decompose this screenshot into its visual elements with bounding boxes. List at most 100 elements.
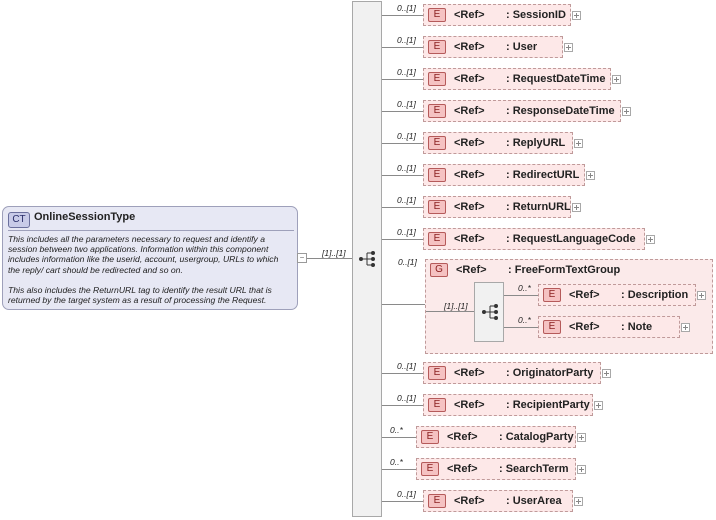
group-name: : FreeFormTextGroup xyxy=(508,264,621,276)
element-badge: E xyxy=(428,398,446,412)
element-name: : RequestLanguageCode xyxy=(506,233,636,245)
element-ref-label: <Ref> xyxy=(454,9,485,21)
element-ref-label: <Ref> xyxy=(454,105,485,117)
element-cardinality: 0..[1] xyxy=(397,99,416,109)
expand-plus-icon[interactable] xyxy=(574,497,583,506)
group-ref-label: <Ref> xyxy=(456,264,487,276)
element-cardinality: 0..[1] xyxy=(397,35,416,45)
element-ref-label: <Ref> xyxy=(454,137,485,149)
element-badge: E xyxy=(421,430,439,444)
element-name: : ReplyURL xyxy=(506,137,566,149)
element-ref-label: <Ref> xyxy=(569,321,600,333)
element-cardinality: 0..[1] xyxy=(397,3,416,13)
complex-type-name: OnlineSessionType xyxy=(34,211,136,223)
connector-line xyxy=(504,327,538,328)
element-box[interactable]: E <Ref> : UserArea xyxy=(423,490,573,512)
element-box[interactable]: E<Ref>: ReplyURL xyxy=(423,132,573,154)
element-box[interactable]: E<Ref>: OriginatorParty xyxy=(423,362,601,384)
connector-line xyxy=(382,239,423,240)
expand-plus-icon[interactable] xyxy=(612,75,621,84)
complex-type-badge: CT xyxy=(8,212,30,228)
expand-plus-icon[interactable] xyxy=(697,291,706,300)
element-name: : RecipientParty xyxy=(506,399,590,411)
element-name: : ReturnURL xyxy=(506,201,571,213)
element-cardinality: 0..[1] xyxy=(397,227,416,237)
expand-plus-icon[interactable] xyxy=(577,465,586,474)
element-badge: E xyxy=(543,288,561,302)
element-box[interactable]: E<Ref>: Note xyxy=(538,316,680,338)
element-name: : RequestDateTime xyxy=(506,73,606,85)
element-cardinality: 0..[1] xyxy=(397,67,416,77)
expand-plus-icon[interactable] xyxy=(574,139,583,148)
element-cardinality: 0..[1] xyxy=(397,393,416,403)
element-ref-label: <Ref> xyxy=(447,431,478,443)
element-badge: E xyxy=(428,200,446,214)
expand-plus-icon[interactable] xyxy=(577,433,586,442)
element-cardinality: 0..[1] xyxy=(397,195,416,205)
element-ref-label: <Ref> xyxy=(454,399,485,411)
element-ref-label: <Ref> xyxy=(569,289,600,301)
element-name: : RedirectURL xyxy=(506,169,580,181)
element-cardinality: 0..* xyxy=(518,315,531,325)
element-box[interactable]: E <Ref> : RecipientParty xyxy=(423,394,593,416)
element-box[interactable]: E<Ref>: Description xyxy=(538,284,696,306)
element-ref-label: <Ref> xyxy=(454,233,485,245)
element-box[interactable]: E<Ref>: SessionID xyxy=(423,4,571,26)
element-name: : CatalogParty xyxy=(499,431,574,443)
element-box[interactable]: E <Ref> : RequestLanguageCode xyxy=(423,228,645,250)
expand-plus-icon[interactable] xyxy=(572,203,581,212)
expand-plus-icon[interactable] xyxy=(622,107,631,116)
connector-line xyxy=(382,47,423,48)
element-name: : User xyxy=(506,41,538,53)
sequence-icon xyxy=(359,251,375,267)
element-box[interactable]: E <Ref> : CatalogParty xyxy=(416,426,576,448)
element-badge: E xyxy=(428,494,446,508)
element-box[interactable]: E<Ref>: User xyxy=(423,36,563,58)
expand-plus-icon[interactable] xyxy=(681,323,690,332)
connector-line xyxy=(382,111,423,112)
complex-type-box[interactable]: CT OnlineSessionType This includes all t… xyxy=(2,206,298,310)
expand-plus-icon[interactable] xyxy=(646,235,655,244)
group-sequence-cardinality: [1]..[1] xyxy=(444,301,468,311)
element-box[interactable]: E<Ref>: RedirectURL xyxy=(423,164,585,186)
element-cardinality: 0..[1] xyxy=(397,489,416,499)
expand-plus-icon[interactable] xyxy=(602,369,611,378)
element-cardinality: 0..[1] xyxy=(397,163,416,173)
element-cardinality: 0..* xyxy=(390,457,403,467)
element-name: : OriginatorParty xyxy=(506,367,594,379)
connector-line xyxy=(382,79,423,80)
group-cardinality: 0..[1] xyxy=(398,257,417,267)
element-badge: E xyxy=(421,462,439,476)
element-box[interactable]: E<Ref>: SearchTerm xyxy=(416,458,576,480)
element-ref-label: <Ref> xyxy=(454,495,485,507)
element-badge: E xyxy=(428,72,446,86)
element-name: : UserArea xyxy=(506,495,562,507)
connector-line xyxy=(382,304,426,305)
collapse-minus-icon[interactable]: − xyxy=(297,253,307,263)
element-badge: E xyxy=(428,232,446,246)
element-badge: E xyxy=(428,366,446,380)
complex-type-description: This includes all the parameters necessa… xyxy=(8,234,279,306)
expand-plus-icon[interactable] xyxy=(586,171,595,180)
connector-line xyxy=(382,143,423,144)
connector-line xyxy=(382,501,423,502)
expand-plus-icon[interactable] xyxy=(594,401,603,410)
element-box[interactable]: E<Ref>: ResponseDateTime xyxy=(423,100,621,122)
connector-line xyxy=(382,207,423,208)
element-name: : ResponseDateTime xyxy=(506,105,615,117)
element-ref-label: <Ref> xyxy=(454,73,485,85)
element-box[interactable]: E <Ref> : RequestDateTime xyxy=(423,68,611,90)
connector-line xyxy=(307,258,352,259)
element-cardinality: 0..* xyxy=(518,283,531,293)
group-badge: G xyxy=(430,263,448,277)
element-cardinality: 0..[1] xyxy=(397,131,416,141)
expand-plus-icon[interactable] xyxy=(572,11,581,20)
group-box-freeformtextgroup[interactable]: G <Ref> : FreeFormTextGroup xyxy=(425,259,713,354)
element-name: : SearchTerm xyxy=(499,463,569,475)
connector-line xyxy=(382,373,423,374)
element-box[interactable]: E <Ref> : ReturnURL xyxy=(423,196,571,218)
expand-plus-icon[interactable] xyxy=(564,43,573,52)
sequence-icon xyxy=(482,304,498,320)
element-name: : Note xyxy=(621,321,653,333)
element-ref-label: <Ref> xyxy=(454,201,485,213)
